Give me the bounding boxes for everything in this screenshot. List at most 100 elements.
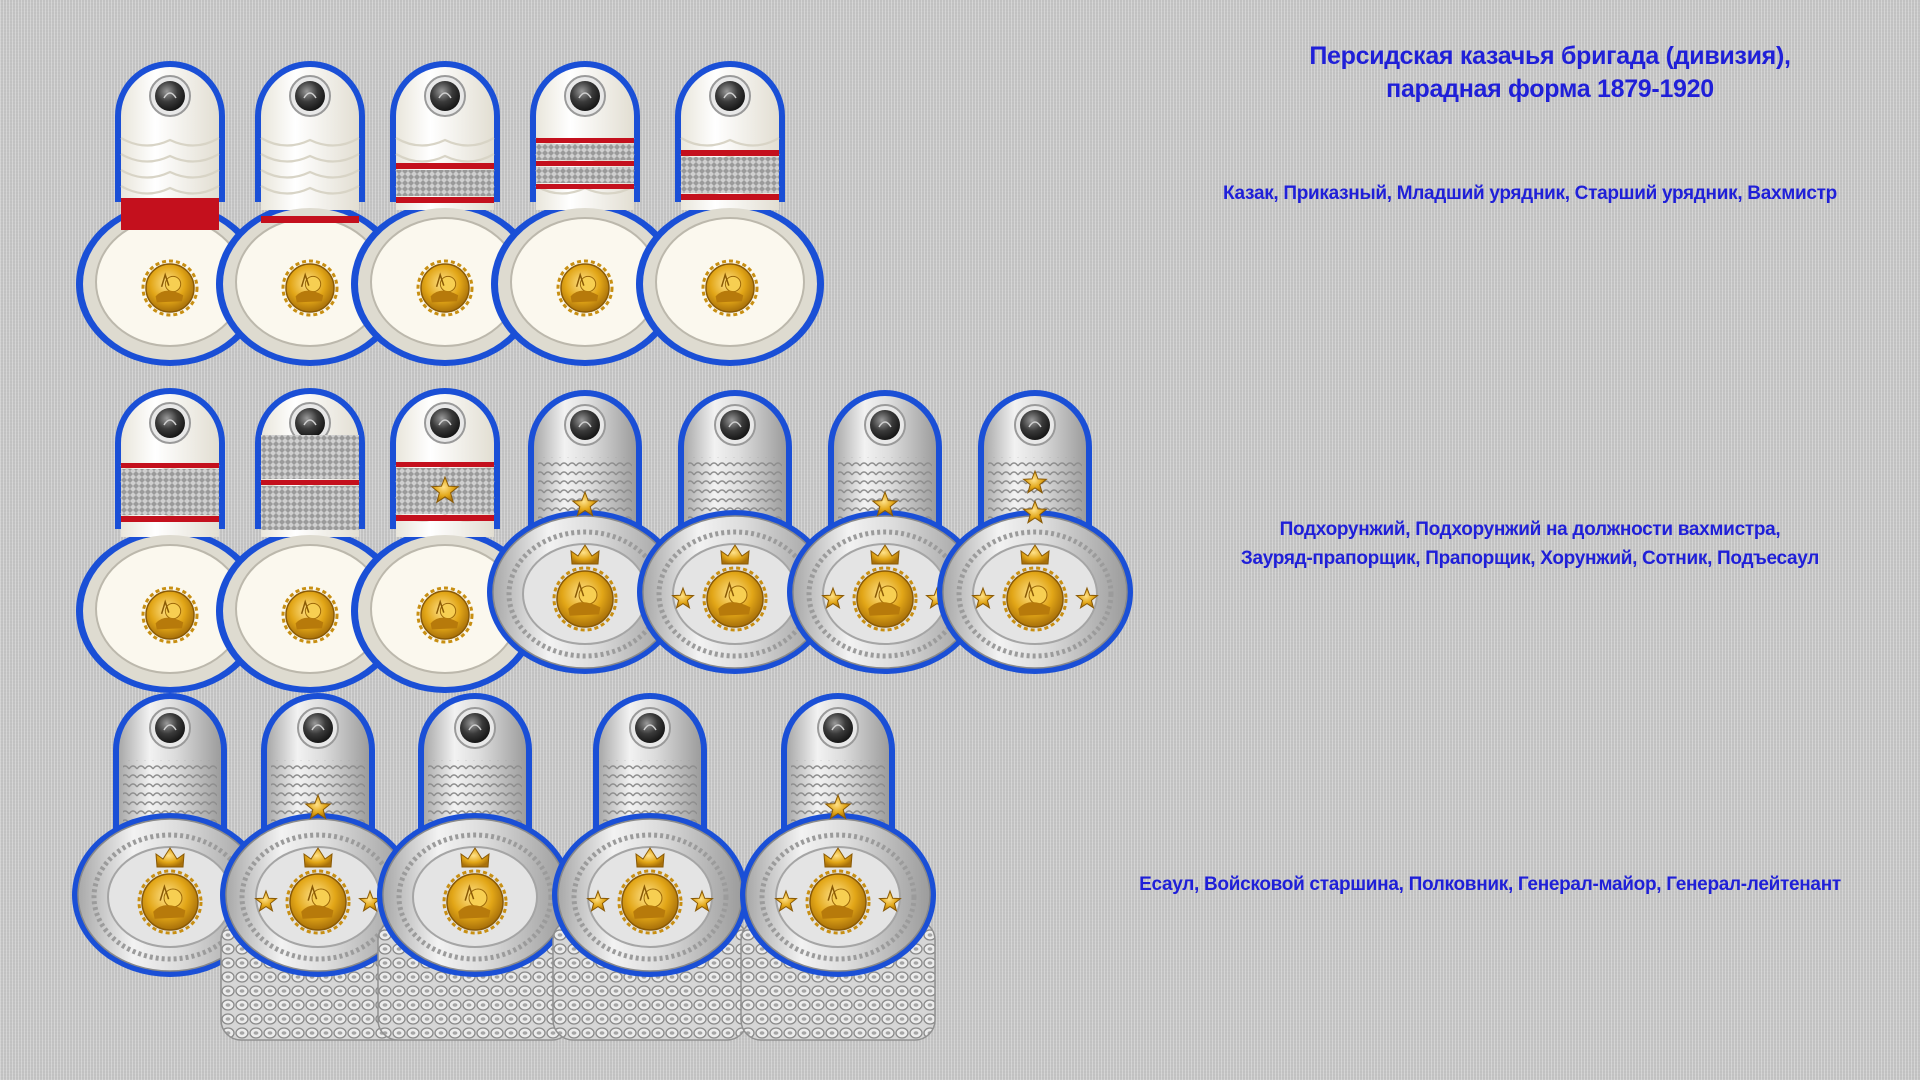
lace-red xyxy=(536,184,634,189)
epaulette-16 xyxy=(552,693,748,1041)
star-icon xyxy=(878,889,902,913)
scallop-line xyxy=(260,137,360,147)
crown-icon xyxy=(870,544,900,565)
button-emblem xyxy=(468,724,482,731)
button-emblem xyxy=(578,421,592,428)
button-icon xyxy=(430,408,460,438)
scallop-line xyxy=(260,185,360,195)
button-icon xyxy=(155,408,185,438)
star-icon xyxy=(871,490,899,517)
button-emblem xyxy=(303,419,317,426)
button-icon xyxy=(1020,410,1050,440)
star-icon xyxy=(971,586,995,610)
crown-icon xyxy=(155,847,185,868)
scallop-line xyxy=(260,169,360,179)
lion-and-sun-emblem-icon xyxy=(552,566,618,632)
lace-silver xyxy=(121,469,219,515)
epaulette-12 xyxy=(937,390,1133,674)
star-icon xyxy=(254,889,278,913)
button-icon xyxy=(460,713,490,743)
epaulette-10 xyxy=(637,390,833,674)
scallop-line xyxy=(680,137,780,147)
button-icon xyxy=(295,408,325,438)
strap-cloth xyxy=(121,67,219,210)
lace-red xyxy=(396,197,494,203)
lace-red xyxy=(536,161,634,166)
crown-icon xyxy=(460,847,490,868)
lace-red xyxy=(261,216,359,223)
button-icon xyxy=(570,410,600,440)
crown-icon xyxy=(635,847,665,868)
lace-silver xyxy=(396,170,494,196)
lion-and-sun-emblem-icon xyxy=(285,869,351,935)
epaulette-7 xyxy=(216,388,404,693)
button-icon xyxy=(295,81,325,111)
button-emblem xyxy=(578,92,592,99)
lion-and-sun-emblem-icon xyxy=(702,566,768,632)
lace-red xyxy=(396,515,494,521)
button-icon xyxy=(635,713,665,743)
button-emblem xyxy=(643,724,657,731)
pad-cord xyxy=(956,529,1114,659)
lion-and-sun-emblem-icon xyxy=(805,869,871,935)
epaulette-9 xyxy=(487,390,683,674)
button-emblem xyxy=(163,92,177,99)
lion-and-sun-emblem-icon xyxy=(281,586,339,644)
lion-and-sun-emblem-icon xyxy=(137,869,203,935)
crown-icon xyxy=(303,847,333,868)
epaulette-14 xyxy=(220,693,416,1041)
caption-row-3: Есаул, Войсковой старшина, Полковник, Ге… xyxy=(1139,874,1841,895)
epaulette-4 xyxy=(491,61,679,366)
star-icon xyxy=(1022,499,1048,524)
button-emblem xyxy=(311,724,325,731)
button-emblem xyxy=(303,92,317,99)
lace-red xyxy=(396,462,494,467)
star-icon xyxy=(430,475,460,504)
lace-silver xyxy=(536,144,634,160)
lace-red xyxy=(536,138,634,143)
button-icon xyxy=(430,81,460,111)
title-line-1: Персидская казачья бригада (дивизия), xyxy=(1309,42,1791,70)
star-icon xyxy=(671,586,695,610)
lace-red xyxy=(681,150,779,156)
crown-icon xyxy=(823,847,853,868)
lion-and-sun-emblem-icon xyxy=(617,869,683,935)
scallop-line xyxy=(120,185,220,195)
crown-icon xyxy=(570,544,600,565)
star-icon xyxy=(774,889,798,913)
epaulette-6 xyxy=(76,388,264,693)
button-icon xyxy=(715,81,745,111)
star-icon xyxy=(690,889,714,913)
button-icon xyxy=(823,713,853,743)
star-icon xyxy=(571,490,599,517)
lace-red xyxy=(396,163,494,169)
lion-and-sun-emblem-icon xyxy=(141,586,199,644)
lion-and-sun-emblem-icon xyxy=(141,259,199,317)
epaulette-3 xyxy=(351,61,539,366)
lace-red xyxy=(261,480,359,485)
button-icon xyxy=(570,81,600,111)
lace-silver xyxy=(261,435,359,479)
scallop-line xyxy=(260,153,360,163)
pad-cord xyxy=(396,832,554,962)
star-icon xyxy=(586,889,610,913)
button-icon xyxy=(870,410,900,440)
scallop-line xyxy=(395,153,495,163)
lace-silver xyxy=(536,167,634,183)
lace-silver xyxy=(681,157,779,193)
caption-row-2: Подхорунжий, Подхорунжий на должности ва… xyxy=(1150,515,1910,573)
lace-red xyxy=(121,463,219,468)
lion-and-sun-emblem-icon xyxy=(281,259,339,317)
star-icon xyxy=(304,793,332,820)
button-icon xyxy=(303,713,333,743)
caption-row-2-line-2: Зауряд-прапорщик, Прапорщик, Хорунжий, С… xyxy=(1240,548,1820,569)
button-emblem xyxy=(878,421,892,428)
epaulette-17 xyxy=(740,693,936,1041)
strap-cloth xyxy=(261,67,359,210)
epaulette-15 xyxy=(377,693,573,1041)
lace-silver xyxy=(261,486,359,530)
star-icon xyxy=(1022,469,1048,494)
scallop-line xyxy=(120,137,220,147)
lion-and-sun-emblem-icon xyxy=(701,259,759,317)
star-icon xyxy=(821,586,845,610)
